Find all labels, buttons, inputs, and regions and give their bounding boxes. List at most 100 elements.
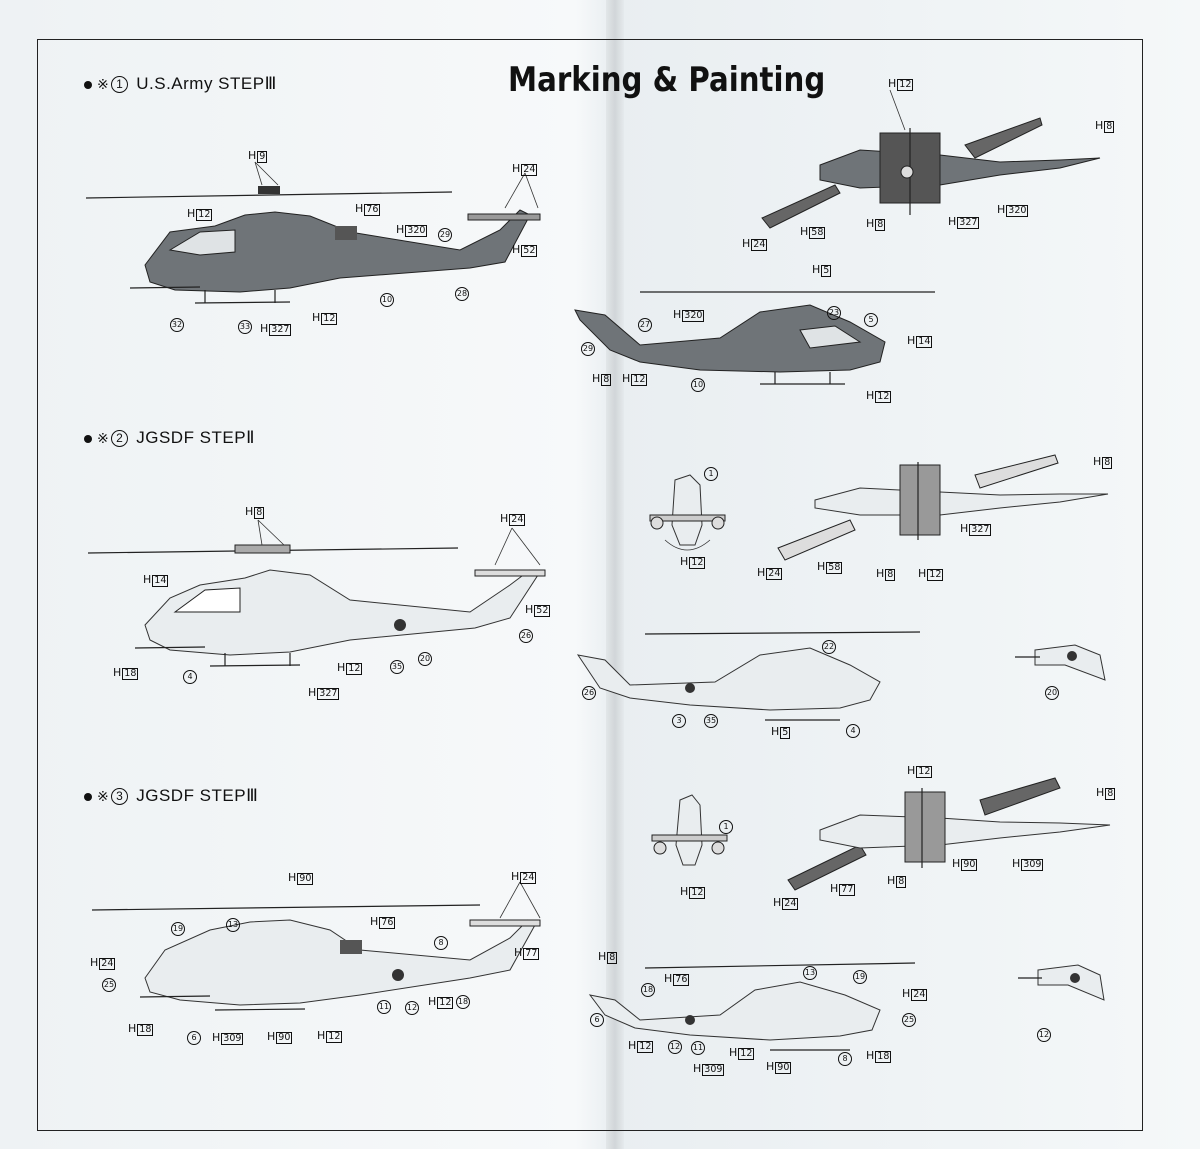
- heli-1-side-right-drawing: [574, 291, 935, 385]
- callout-number: 1: [719, 820, 733, 834]
- bullet-icon: [84, 434, 92, 443]
- callout-number: 23: [827, 306, 841, 320]
- section-label: U.S.Army STEPⅢ: [136, 74, 277, 93]
- callout-number: 13: [803, 966, 817, 980]
- heli-2-side-drawing: [87, 544, 546, 667]
- callout-number: 3: [672, 714, 686, 728]
- asterisk-mark: ※: [97, 430, 110, 446]
- callout-number: 22: [822, 640, 836, 654]
- heli-3-side-right-drawing: [588, 962, 916, 1051]
- callout-number: 12: [405, 1001, 419, 1015]
- asterisk-mark: ※: [97, 788, 110, 804]
- section-number: 1: [111, 76, 129, 94]
- page-fold: [606, 0, 624, 1149]
- callout-number: 6: [187, 1031, 201, 1045]
- callout-number: 35: [390, 660, 404, 674]
- section-number: 3: [111, 788, 129, 806]
- section-label: JGSDF STEPⅡ: [136, 428, 255, 447]
- callout-number: 29: [581, 342, 595, 356]
- heli-1-side-drawing: [85, 186, 541, 304]
- callout-number: 27: [638, 318, 652, 332]
- sheet-border: [37, 39, 1143, 1131]
- section-number: 2: [111, 430, 129, 448]
- callout-number: 20: [418, 652, 432, 666]
- callout-number: 8: [434, 936, 448, 950]
- bullet-icon: [84, 792, 92, 801]
- section-2-header: ※2 JGSDF STEPⅡ: [84, 428, 255, 448]
- callout-number: 10: [691, 378, 705, 392]
- callout-number: 18: [456, 995, 470, 1009]
- callout-number: 20: [1045, 686, 1059, 700]
- bullet-icon: [84, 80, 92, 89]
- callout-number: 26: [582, 686, 596, 700]
- heli-3-rear-drawing: [1018, 964, 1105, 1001]
- callout-number: 25: [102, 978, 116, 992]
- callout-number: 26: [519, 629, 533, 643]
- callout-number: 12: [1037, 1028, 1051, 1042]
- callout-number: 29: [438, 228, 452, 242]
- callout-number: 12: [668, 1040, 682, 1054]
- callout-number: 19: [171, 922, 185, 936]
- callout-number: 33: [238, 320, 252, 334]
- heli-3-top-drawing: [787, 777, 1111, 891]
- callout-number: 18: [641, 983, 655, 997]
- section-label: JGSDF STEPⅢ: [136, 786, 259, 805]
- heli-2-top-drawing: [777, 454, 1109, 561]
- callout-number: 19: [853, 970, 867, 984]
- callout-number: 6: [590, 1013, 604, 1027]
- callout-number: 11: [691, 1041, 705, 1055]
- callout-number: 10: [380, 293, 394, 307]
- callout-number: 32: [170, 318, 184, 332]
- heli-2-rear-drawing: [1015, 644, 1106, 681]
